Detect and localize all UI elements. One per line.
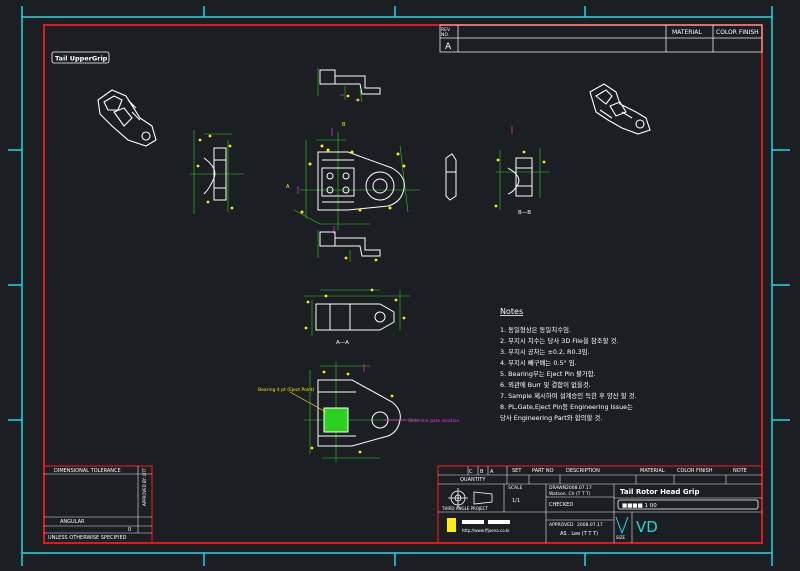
col-c: C <box>469 469 473 475</box>
checked-label: CHECKED <box>549 502 573 508</box>
svg-text:Slide line gate location: Slide line gate location <box>408 418 460 424</box>
rev-no-header: NO. <box>441 32 449 38</box>
hdr-part-no: PART NO <box>532 468 554 474</box>
tolerance-title: DIMENSIONAL TOLERANCE <box>54 468 121 474</box>
col-b: B <box>480 469 484 475</box>
scale-label: SCALE <box>508 485 523 491</box>
svg-text:A: A <box>286 184 290 190</box>
isometric-view-right <box>589 83 651 135</box>
callout-left: Bearing 4 pt (Eject Point) <box>258 387 327 413</box>
projection-symbol-icon <box>448 488 493 508</box>
tolerance-angular-value: 0 <box>128 527 131 533</box>
notes-title: Notes <box>500 307 523 316</box>
approval-vertical-text: APPROVED BY: DTT <box>142 467 147 506</box>
rev-material: MATERIAL <box>672 29 702 36</box>
hdr-material: MATERIAL <box>640 468 665 474</box>
third-angle-label: THIRD ANGLE PROJECT <box>441 506 488 511</box>
drawing-frame <box>8 6 790 566</box>
section-b-b-label: B—B <box>518 210 531 216</box>
rev-color-finish: COLOR FINISH <box>716 29 759 36</box>
inner-border <box>43 24 763 544</box>
isometric-view-left <box>97 89 157 147</box>
note-line: 8. PL,Gate,Eject Pin등 Engineering Issue는 <box>500 403 633 411</box>
hdr-set: SET <box>512 468 522 474</box>
drawn-label: DRAWN <box>549 485 566 491</box>
hdr-description: DESCRIPTION <box>566 468 600 474</box>
svg-text:Bearing 4 pt (Eject Point): Bearing 4 pt (Eject Point) <box>258 387 315 393</box>
view-label: Tail UpperGrip <box>51 51 110 64</box>
part-number: ■■■■ 1 00 <box>622 503 657 509</box>
note-line: 2. 무지시 치수는 당사 3D File을 참조할 것. <box>500 336 618 345</box>
company-url: http://www.ffjoena.co.kr <box>462 528 510 533</box>
left-side-view <box>190 130 244 214</box>
section-a-a-label: A—A <box>336 340 349 346</box>
note-line: 당사 Engineering Part와 합의할 것. <box>500 413 602 422</box>
main-front-view: A B <box>286 122 420 234</box>
top-side-view <box>317 68 381 103</box>
note-line: 1. 동일형상은 동일치수임. <box>500 325 571 334</box>
approved-by: AS . Lee (T T T) <box>560 531 598 537</box>
size-label: SIZE <box>616 535 625 540</box>
part-title: Tail Rotor Head Grip <box>620 488 699 496</box>
note-line: 5. Bearing부는 Eject Pin 불가함. <box>500 369 596 378</box>
scale-value: 1/1 <box>512 498 520 504</box>
hdr-note: NOTE <box>733 468 747 474</box>
revision-block: REV NO. A MATERIAL COLOR FINISH <box>439 24 763 53</box>
col-a: A <box>490 469 494 475</box>
note-line: 3. 무지시 공차는 ±0.2, R0.3임. <box>500 347 590 356</box>
bottom-plan-view <box>304 362 420 462</box>
notes-block: Notes 1. 동일형상은 동일치수임. 2. 무지시 치수는 당사 3D F… <box>500 307 637 422</box>
drawn-date: 2008.07.17 <box>566 485 592 491</box>
approved-date: 2008.07.17 <box>577 522 603 528</box>
section-a-a-view: A—A <box>304 288 410 346</box>
tolerance-unless: UNLESS OTHERWISE SPECIFIED <box>48 535 127 541</box>
bottom-side-view <box>317 230 381 262</box>
company-logo-icon <box>447 518 456 532</box>
tolerance-angular: ANGULAR <box>60 519 85 525</box>
callout-right: Slide line gate location <box>384 418 460 424</box>
note-line: 7. Sample 제시하여 설계승인 득한 후 양산 할 것. <box>500 391 637 400</box>
rev-header: REV <box>441 27 451 33</box>
hdr-color-finish: COLOR FINISH <box>677 468 713 474</box>
note-line: 6. 외관에 Burr 및 결함이 없을것. <box>500 380 591 389</box>
section-b-b-view: B—B <box>494 148 550 216</box>
svg-text:VD: VD <box>636 518 658 536</box>
drawn-by: Watson. Ch (T T T) <box>549 491 591 497</box>
approved-label: APPROVED <box>549 522 574 528</box>
vd-logo-icon: VD <box>615 516 658 536</box>
right-profile-view <box>445 126 513 201</box>
note-line: 4. 무지시 빼구배는 0.5° 임. <box>500 358 577 367</box>
title-block: C B A QUANTITY SET PART NO DESCRIPTION M… <box>437 465 763 544</box>
tolerance-block: DIMENSIONAL TOLERANCE ANGULAR 0 UNLESS O… <box>43 465 153 544</box>
svg-text:Tail UpperGrip: Tail UpperGrip <box>55 55 108 63</box>
svg-text:B: B <box>342 122 346 128</box>
quantity-label: QUANTITY <box>460 477 486 483</box>
rev-letter: A <box>445 42 452 52</box>
